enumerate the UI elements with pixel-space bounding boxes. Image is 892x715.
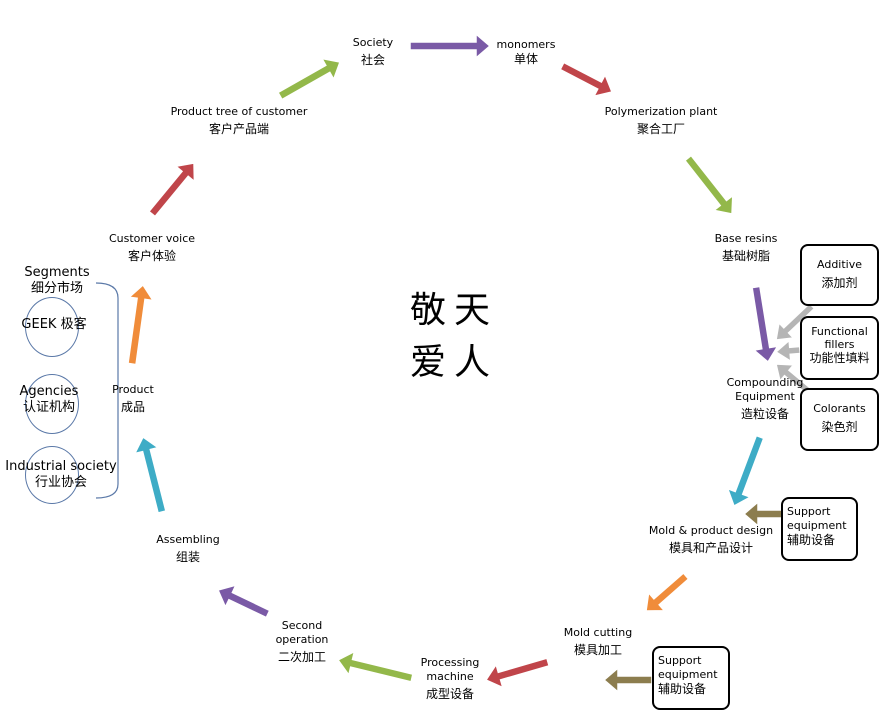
segments-title-cn: 细分市场 [30, 281, 83, 296]
box-fillers: Functional fillers 功能性填料 [800, 316, 879, 380]
node-processing: Processing machine 成型设备 [412, 656, 488, 701]
monomers-en: monomers [496, 38, 556, 51]
base-resins-en: Base resins [714, 232, 778, 245]
arrow-support-1-input [742, 500, 783, 528]
node-society: Society 社会 [340, 36, 406, 67]
support2-en1: Support [658, 654, 702, 667]
base-resins-cn: 基础树脂 [721, 249, 770, 263]
segment-circle-industrial [25, 446, 79, 504]
arrow-product-tree-to-society [276, 57, 342, 101]
fillers-en1: Functional [811, 325, 868, 338]
segment-industrial-cn: 行业协会 [34, 475, 87, 490]
segment-industrial-en: Industrial society [5, 459, 117, 474]
node-base-resins: Base resins 基础树脂 [705, 232, 787, 263]
box-support-equipment-2: Support equipment 辅助设备 [652, 646, 730, 710]
segment-geek-label: GEEK 极客 [21, 317, 87, 332]
mold-cutting-cn: 模具加工 [573, 643, 622, 657]
second-op-cn: 二次加工 [277, 650, 326, 664]
additive-cn: 添加剂 [821, 276, 858, 290]
box-colorants: Colorants 染色剂 [800, 388, 879, 451]
arrow-second-operation-to-assembling [216, 584, 271, 619]
product-cn: 成品 [120, 400, 145, 414]
node-compounding: Compounding Equipment 造粒设备 [722, 376, 808, 421]
fillers-cn: 功能性填料 [809, 351, 870, 365]
segment-circle-geek [25, 297, 79, 357]
segments-title: Segments 细分市场 [18, 265, 96, 297]
colorants-en: Colorants [813, 402, 866, 415]
arrow-base-resins-to-compounding [751, 285, 780, 364]
assembling-cn: 组装 [175, 550, 200, 564]
arrow-monomers-to-polymerization [559, 61, 614, 98]
segment-geek: GEEK 极客 [14, 317, 94, 333]
arrow-support-2-input [602, 666, 653, 694]
node-mold-cutting: Mold cutting 模具加工 [558, 626, 638, 657]
monomers-cn: 单体 [513, 52, 538, 66]
product-tree-en: Product tree of customer [170, 105, 308, 118]
second-op-en1: Second [281, 619, 323, 632]
arrow-polymerization-to-base-resins [683, 154, 734, 215]
compounding-en2: Equipment [735, 390, 795, 403]
arrow-assembling-to-product [133, 435, 167, 514]
node-product: Product 成品 [106, 383, 160, 414]
node-product-tree: Product tree of customer 客户产品端 [166, 105, 312, 136]
node-polymerization: Polymerization plant 聚合工厂 [600, 105, 722, 136]
compounding-cn: 造粒设备 [740, 407, 789, 421]
fillers-en2: fillers [824, 338, 855, 351]
motto-line-2: 爱人 [410, 342, 499, 383]
arrow-mold-cutting-to-processing [484, 657, 551, 689]
motto-line-1: 敬天 [410, 290, 499, 331]
mold-design-cn: 模具和产品设计 [668, 541, 753, 555]
mold-design-en: Mold & product design [648, 524, 774, 537]
segment-agencies-en: Agencies [19, 384, 79, 399]
arrow-fillers-input [774, 338, 802, 363]
arrow-additive-input [775, 302, 816, 341]
box-support-equipment-1: Support equipment 辅助设备 [781, 497, 858, 561]
society-cn: 社会 [360, 53, 385, 67]
support1-cn: 辅助设备 [787, 533, 836, 547]
polymerization-cn: 聚合工厂 [636, 122, 685, 136]
segment-agencies: Agencies 认证机构 [10, 384, 88, 416]
product-tree-cn: 客户产品端 [208, 122, 269, 136]
arrow-society-to-monomers [409, 32, 492, 60]
center-motto: 敬天 爱人 [410, 285, 498, 389]
second-op-en2: operation [275, 633, 329, 646]
processing-cn: 成型设备 [425, 687, 474, 701]
node-second-operation: Second operation 二次加工 [270, 619, 334, 664]
segments-title-en: Segments [24, 265, 90, 280]
product-en: Product [112, 383, 154, 396]
arrow-processing-to-second-operation [336, 650, 414, 683]
segment-industrial: Industrial society 行业协会 [2, 459, 120, 491]
support1-en1: Support [787, 505, 831, 518]
assembling-en: Assembling [156, 533, 220, 546]
processing-en2: machine [426, 670, 474, 683]
mold-cutting-en: Mold cutting [563, 626, 633, 639]
polymerization-en: Polymerization plant [604, 105, 718, 118]
node-assembling: Assembling 组装 [152, 533, 224, 564]
society-en: Society [352, 36, 394, 49]
support1-en2: equipment [787, 519, 847, 532]
support2-cn: 辅助设备 [658, 682, 707, 696]
processing-en1: Processing [420, 656, 480, 669]
box-additive: Additive 添加剂 [800, 244, 879, 306]
compounding-en1: Compounding [726, 376, 804, 389]
arrow-product-to-customer-voice [127, 283, 155, 366]
customer-voice-cn: 客户体验 [127, 249, 176, 263]
colorants-cn: 染色剂 [821, 420, 858, 434]
segment-circle-agencies [25, 374, 79, 434]
arrow-compounding-to-mold-design [726, 434, 765, 508]
additive-en: Additive [817, 258, 862, 271]
segments-bracket [95, 282, 119, 499]
support2-en2: equipment [658, 668, 718, 681]
arrow-mold-design-to-mold-cutting [645, 571, 690, 612]
arrow-customer-voice-to-product-tree [147, 162, 196, 218]
node-mold-design: Mold & product design 模具和产品设计 [645, 524, 777, 555]
customer-voice-en: Customer voice [108, 232, 196, 245]
node-customer-voice: Customer voice 客户体验 [104, 232, 200, 263]
segment-agencies-cn: 认证机构 [22, 400, 75, 415]
node-monomers: monomers 单体 [490, 38, 562, 66]
